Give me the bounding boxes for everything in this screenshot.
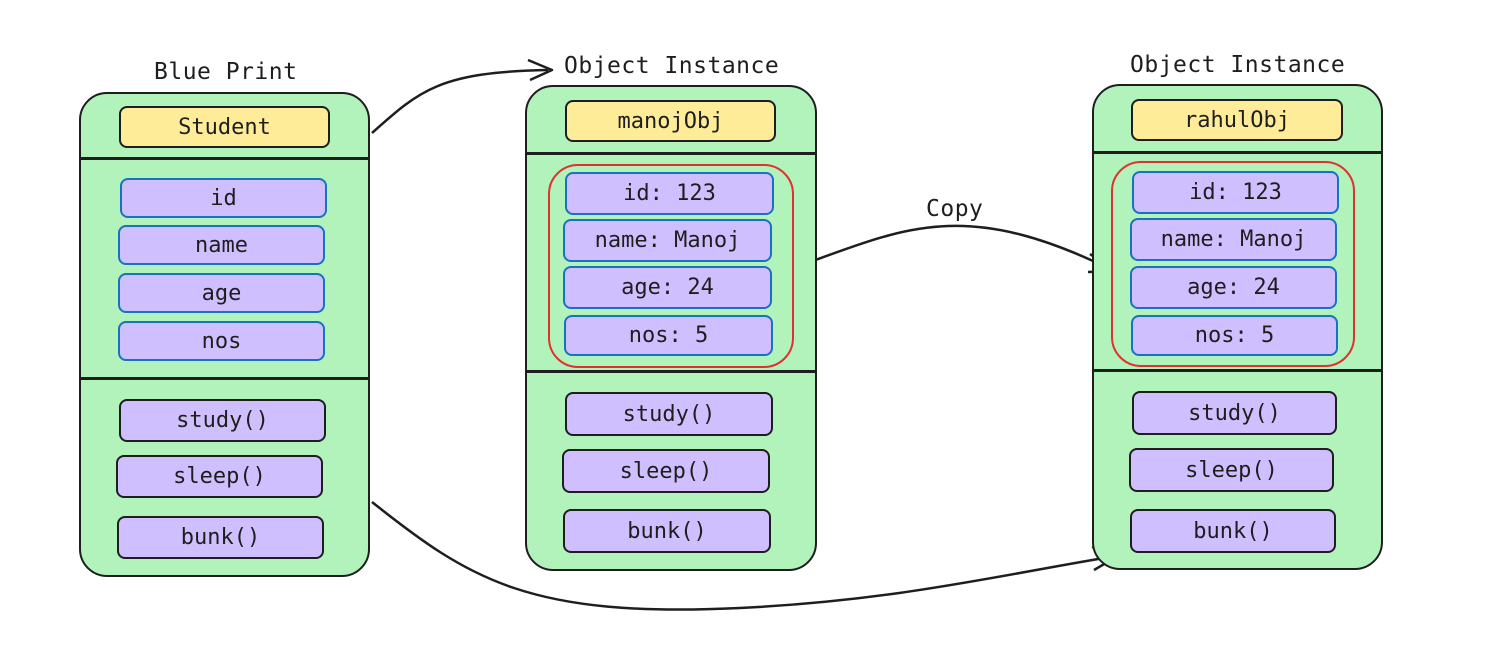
copy-label: Copy bbox=[926, 196, 984, 222]
instance1-caption: Object Instance bbox=[564, 53, 780, 79]
arrow-blueprint-to-rahulobj bbox=[371, 501, 1117, 611]
instance2-attr: nos: 5 bbox=[1131, 315, 1338, 356]
blueprint-attr: age bbox=[118, 273, 325, 313]
instance1-attr: age: 24 bbox=[563, 266, 772, 309]
instance1-method: study() bbox=[565, 392, 773, 436]
blueprint-divider-top bbox=[79, 157, 370, 160]
instance1-method: bunk() bbox=[563, 509, 771, 553]
instance2-attr: name: Manoj bbox=[1130, 218, 1337, 261]
instance2-divider-bottom bbox=[1092, 369, 1383, 372]
instance2-attr: id: 123 bbox=[1132, 171, 1339, 214]
instance1-method: sleep() bbox=[562, 449, 770, 493]
blueprint-attr: nos bbox=[118, 321, 325, 361]
blueprint-divider-bottom bbox=[79, 377, 370, 380]
instance1-attributes-highlight bbox=[548, 164, 794, 368]
blueprint-method: sleep() bbox=[116, 455, 323, 498]
blueprint-method: study() bbox=[119, 399, 326, 442]
instance2-name-label: rahulObj bbox=[1131, 99, 1343, 141]
blueprint-attr: id bbox=[120, 178, 327, 218]
arrow-blueprint-to-manojobj bbox=[371, 68, 549, 134]
instance2-attributes-highlight bbox=[1111, 161, 1355, 367]
instance1-attr: name: Manoj bbox=[563, 219, 772, 262]
instance1-attr: nos: 5 bbox=[564, 315, 773, 356]
blueprint-method: bunk() bbox=[117, 516, 324, 559]
class-name-label: Student bbox=[119, 106, 330, 148]
instance1-divider-bottom bbox=[525, 370, 817, 373]
instance2-attr: age: 24 bbox=[1130, 266, 1337, 309]
instance2-method: study() bbox=[1132, 391, 1337, 435]
instance1-divider-top bbox=[525, 152, 817, 155]
instance2-caption: Object Instance bbox=[1130, 52, 1346, 78]
instance1-attr: id: 123 bbox=[565, 172, 774, 215]
instance2-divider-top bbox=[1092, 151, 1383, 154]
instance1-name-label: manojObj bbox=[565, 100, 776, 142]
arrow-copy bbox=[787, 224, 1113, 272]
instance2-method: bunk() bbox=[1130, 509, 1336, 553]
blueprint-caption: Blue Print bbox=[154, 59, 298, 85]
arrow-head-manojobj bbox=[527, 58, 554, 82]
instance2-method: sleep() bbox=[1129, 448, 1334, 492]
blueprint-attr: name bbox=[118, 225, 325, 265]
